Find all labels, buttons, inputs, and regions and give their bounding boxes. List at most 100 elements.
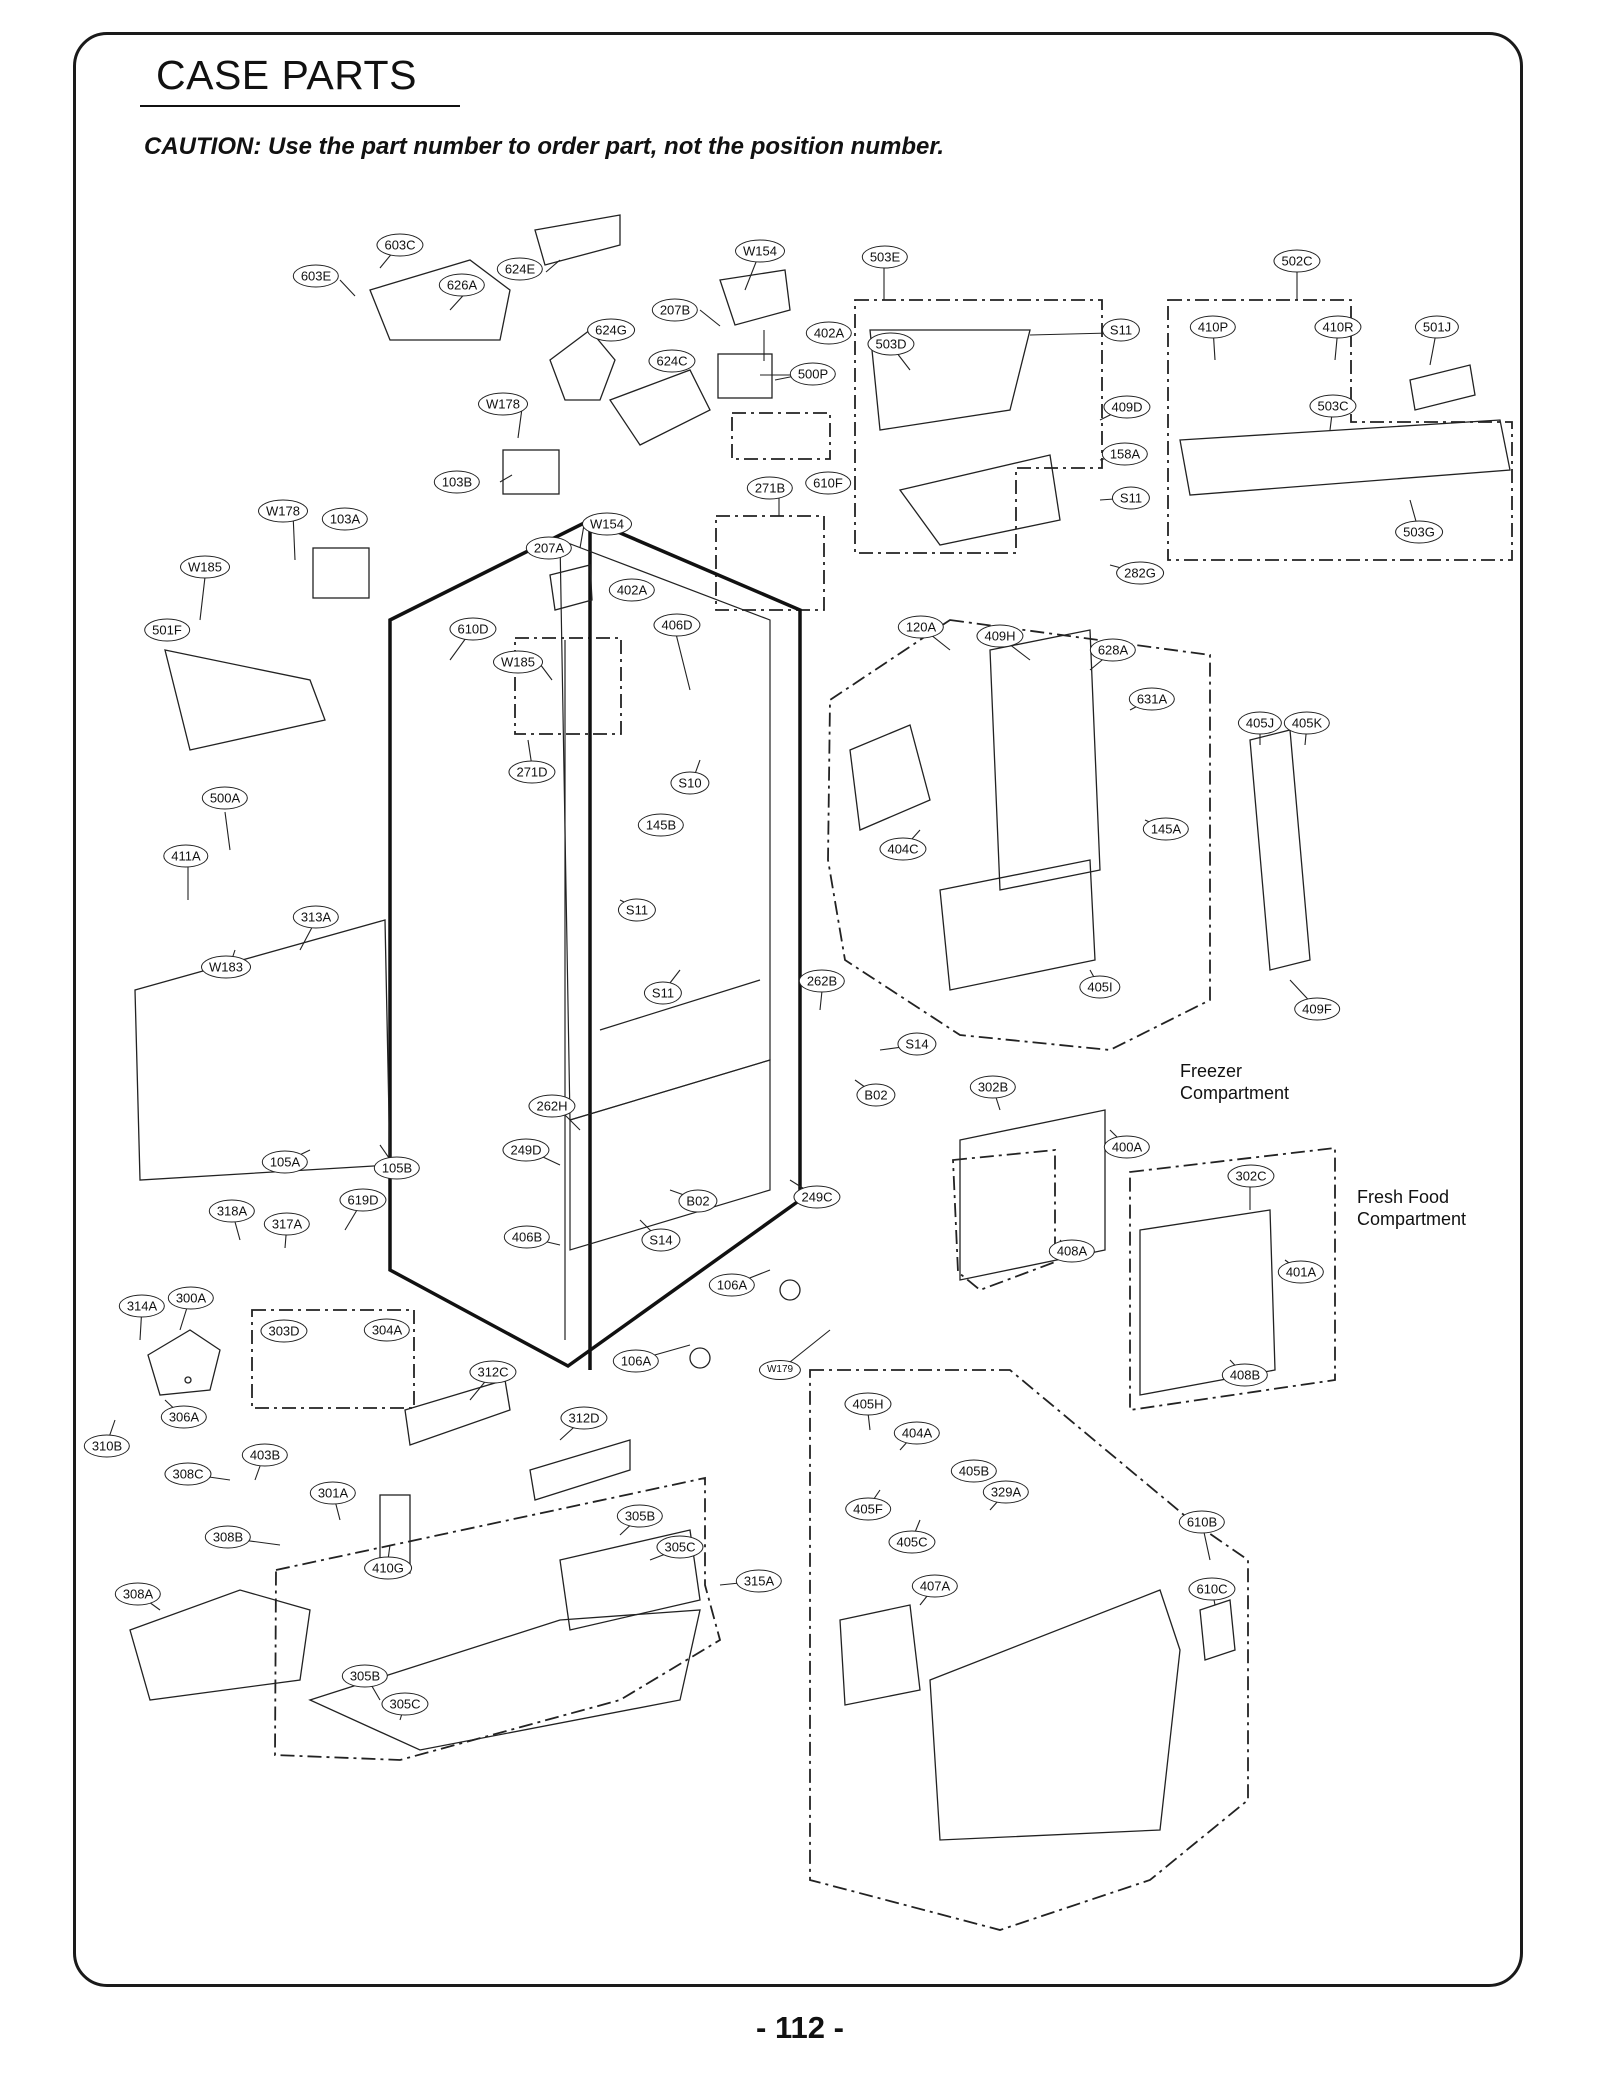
callout-105b: 105B [373,1156,421,1180]
group-503e-box [854,299,1103,554]
callout-626a: 626A [438,273,486,297]
callout-503d: 503D [867,332,915,356]
callout-305c-top: 305C [656,1535,704,1559]
callout-318a: 318A [208,1199,256,1223]
callout-503c: 503C [1309,394,1357,418]
callout-306a: 306A [160,1405,208,1429]
group-outlines [251,299,1513,1931]
callout-w183: W183 [201,955,251,979]
callout-w185-left: W185 [180,555,230,579]
callout-503g: 503G [1395,520,1443,544]
callout-312d: 312D [560,1406,608,1430]
callout-b02-top: B02 [856,1083,896,1107]
callout-405h: 405H [844,1392,892,1416]
callout-w185-mid: W185 [493,650,543,674]
callout-s10: S10 [670,771,710,795]
callout-610f: 610F [805,471,851,495]
callout-312c: 312C [469,1360,517,1384]
callout-410r: 410R [1314,315,1362,339]
cabinet-interior [559,539,771,1340]
freezer-compartment-label: Freezer Compartment [1180,1061,1290,1103]
callout-404a: 404A [893,1421,941,1445]
callout-300a: 300A [167,1286,215,1310]
group-315a-box [274,1476,722,1761]
callout-145b: 145B [637,813,685,837]
callout-314a: 314A [118,1294,166,1318]
callout-603c: 603C [376,233,424,257]
callout-305b: 305B [341,1664,389,1688]
callout-s14: S14 [641,1228,681,1252]
callout-407a: 407A [911,1574,959,1598]
callout-310b: 310B [83,1434,131,1458]
callout-145a: 145A [1142,817,1190,841]
callout-262h: 262H [528,1094,576,1118]
callout-501j: 501J [1414,315,1460,339]
callout-304a: 304A [363,1318,411,1342]
callout-313a: 313A [292,905,340,929]
callout-271d: 271D [508,760,556,784]
group-120a-box [827,619,1211,1051]
page-number: - 112 - [756,2010,844,2045]
callout-405b: 405B [950,1459,998,1483]
callout-301a: 301A [309,1481,357,1505]
group-271b-box [715,515,825,611]
callout-315a: 315A [735,1569,783,1593]
callout-406d: 406D [653,613,701,637]
callout-w178-top: W178 [478,392,528,416]
callout-402a: 402A [805,321,853,345]
group-303d-box [251,1309,415,1409]
callout-207b: 207B [651,298,699,322]
callout-s11-b: S11 [643,981,683,1005]
callout-405f: 405F [845,1497,891,1521]
callout-302b: 302B [969,1075,1017,1099]
callout-106a-left: 106A [612,1349,660,1373]
group-271d-box [514,637,622,735]
callout-302c: 302C [1227,1164,1275,1188]
page-title: CASE PARTS [156,52,417,98]
callout-405c: 405C [888,1530,936,1554]
callout-405k: 405K [1283,711,1331,735]
callout-405j: 405J [1237,711,1283,735]
part-shapes [129,214,1511,1841]
callout-624e: 624E [496,257,544,281]
callout-405i: 405I [1079,975,1121,999]
callout-619d: 619D [339,1188,387,1212]
fresh-food-compartment-label: Fresh Food Compartment [1357,1187,1467,1229]
callout-w154: W154 [735,239,785,263]
group-610f-box [731,412,831,460]
callout-409d: 409D [1103,395,1151,419]
callout-610d: 610D [449,617,497,641]
callout-w154-mid: W154 [582,512,632,536]
group-407a-box [809,1369,1249,1931]
group-freezer-box [952,1149,1056,1292]
callout-410p: 410P [1189,315,1237,339]
callout-s11-158: S11 [1111,486,1151,510]
callout-w179: W179 [758,1360,802,1380]
callout-400a: 400A [1103,1135,1151,1159]
callout-271b: 271B [746,476,794,500]
callout-402a-mid: 402A [608,578,656,602]
callout-s11-503: S11 [1101,318,1141,342]
callout-408a: 408A [1048,1239,1096,1263]
callout-628a: 628A [1089,638,1137,662]
callout-409f: 409F [1294,997,1340,1021]
callout-603e: 603E [292,264,340,288]
callout-502c: 502C [1273,249,1321,273]
callout-409h: 409H [976,624,1024,648]
callout-610c: 610C [1188,1577,1236,1601]
callout-207a: 207A [525,536,573,560]
callout-s14-top: S14 [897,1032,937,1056]
callout-303d: 303D [260,1319,308,1343]
callout-410g: 410G [364,1556,412,1580]
callout-610b: 610B [1178,1510,1226,1534]
callout-500a: 500A [201,786,249,810]
callout-500p: 500P [789,362,837,386]
callout-329a: 329A [982,1480,1030,1504]
callout-103a: 103A [321,507,369,531]
title-underline [140,105,460,107]
callout-308c: 308C [164,1462,212,1486]
callout-249c: 249C [793,1185,841,1209]
callout-262b: 262B [798,969,846,993]
callout-w178: W178 [258,499,308,523]
